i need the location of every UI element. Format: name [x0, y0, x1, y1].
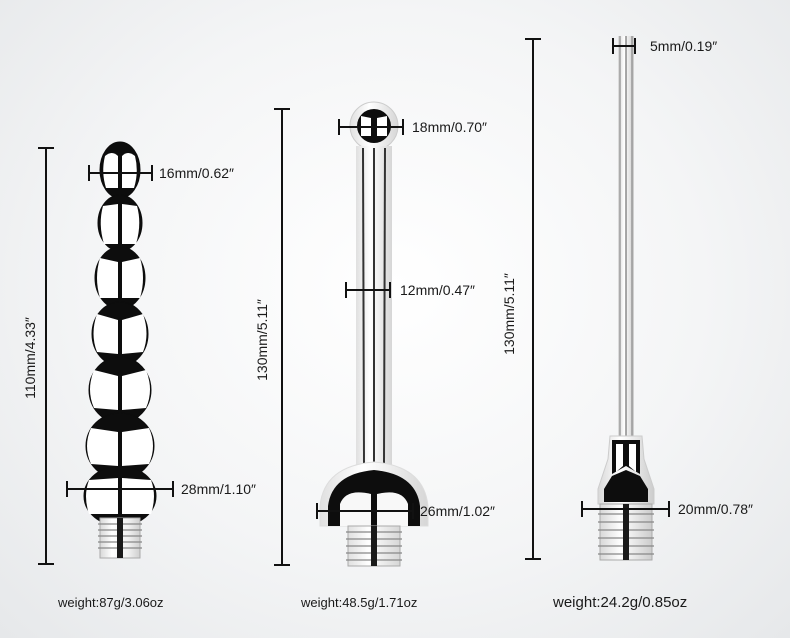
base-width-label: 26mm/1.02″ — [420, 503, 495, 519]
length-label: 130mm/5.11″ — [501, 273, 517, 355]
length-label: 110mm/4.33″ — [22, 317, 38, 399]
length-dimension-line — [532, 38, 534, 560]
tip-width-label: 5mm/0.19″ — [650, 38, 718, 54]
dimension-cap — [38, 563, 54, 565]
dimension-cap — [274, 564, 290, 566]
dimension-cap — [525, 38, 541, 40]
shaft-width-label: 12mm/0.47″ — [400, 282, 475, 298]
tip-width-label: 18mm/0.70″ — [412, 119, 487, 135]
base-width-label: 20mm/0.78″ — [678, 501, 753, 517]
thin-tube-nozzle-illustration — [597, 36, 655, 561]
weight-label: weight:24.2g/0.85oz — [553, 594, 688, 611]
length-dimension-line — [45, 147, 47, 565]
beaded-nozzle-illustration — [83, 141, 157, 559]
length-label: 130mm/5.11″ — [254, 299, 270, 381]
weight-label: weight:48.5g/1.71oz — [301, 595, 418, 610]
base-width-dimension — [581, 501, 670, 517]
bulb-tip-nozzle-illustration — [319, 101, 429, 567]
dimension-cap — [525, 558, 541, 560]
weight-label: weight:87g/3.06oz — [58, 595, 164, 610]
dimension-cap — [38, 147, 54, 149]
base-width-label: 28mm/1.10″ — [181, 481, 256, 497]
shaft-width-dimension — [345, 282, 391, 298]
top-width-dimension — [88, 165, 153, 181]
tip-width-dimension — [612, 38, 636, 54]
length-dimension-line — [281, 108, 283, 566]
base-width-dimension — [316, 503, 414, 519]
base-width-dimension — [66, 481, 174, 497]
dimension-cap — [274, 108, 290, 110]
tip-width-dimension — [338, 119, 404, 135]
top-width-label: 16mm/0.62″ — [159, 165, 234, 181]
